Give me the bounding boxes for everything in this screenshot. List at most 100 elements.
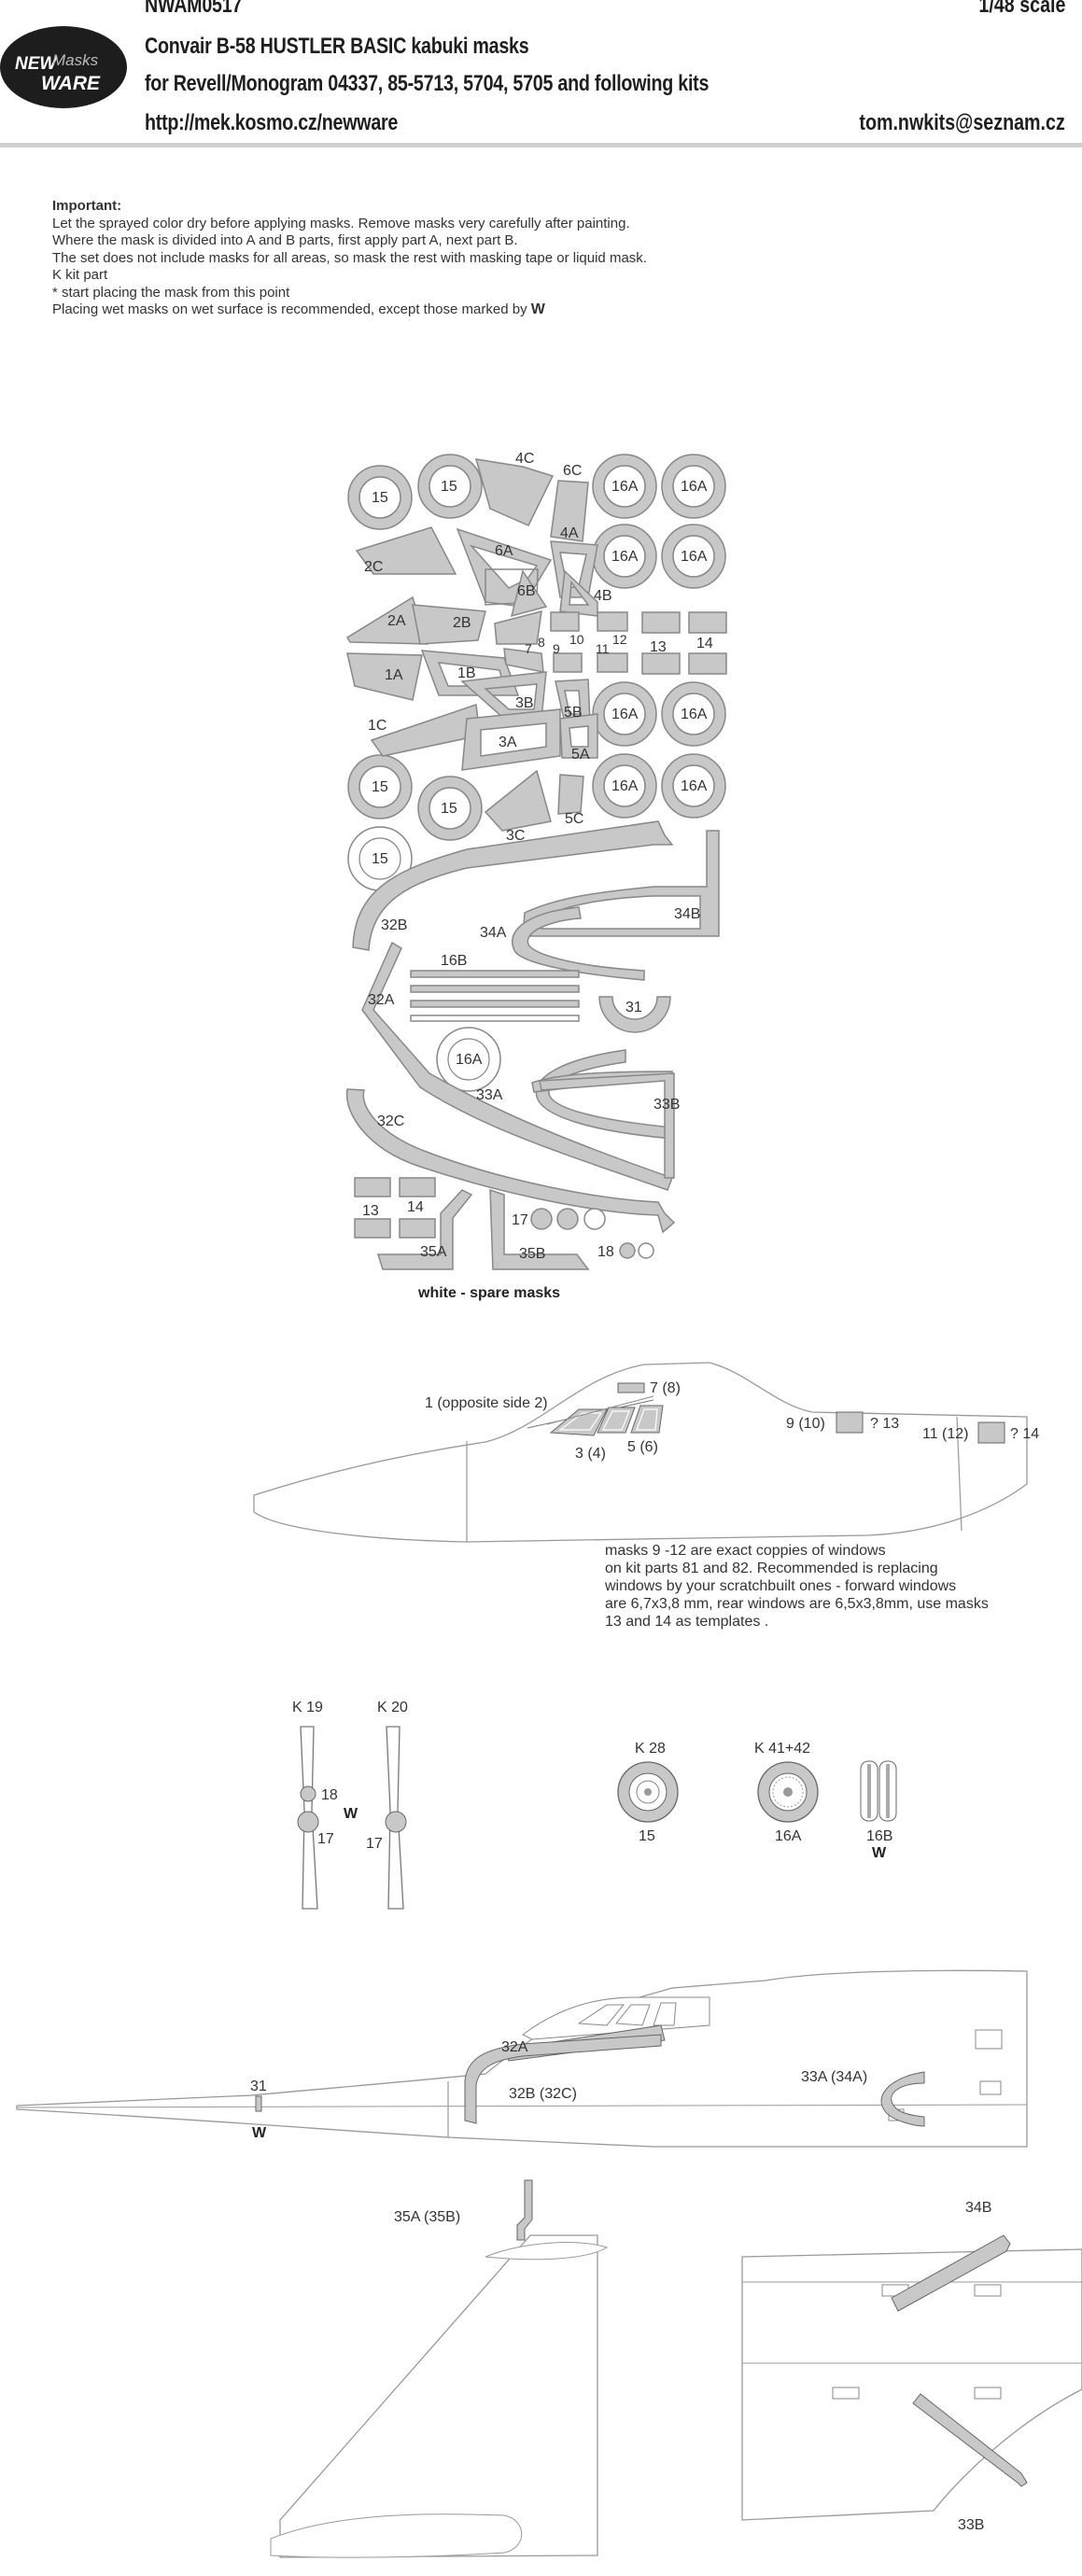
wing-view: 34B 33B xyxy=(741,2200,1082,2533)
kit-list: for Revell/Monogram 04337, 85-5713, 5704… xyxy=(145,71,710,96)
gear-mask-17 xyxy=(297,1811,319,1833)
label-15: 15 xyxy=(639,1828,655,1844)
label-35b: 35B xyxy=(519,1246,545,1262)
mask-1a xyxy=(346,652,423,701)
label-cockpit-9: 9 (10) xyxy=(786,1416,825,1432)
product-code: NWAM0517 xyxy=(145,0,243,18)
wing-mask-34b xyxy=(891,2234,1011,2312)
label-10: 10 xyxy=(569,632,584,647)
label-33a: 33A (34A) xyxy=(801,2069,867,2085)
email-link[interactable]: tom.nwkits@seznam.cz xyxy=(859,110,1065,135)
label-16a: 16A xyxy=(456,1052,483,1068)
mask-13 xyxy=(354,1177,391,1197)
website-link[interactable]: http://mek.kosmo.cz/newware xyxy=(145,110,399,135)
product-title: Convair B-58 HUSTLER BASIC kabuki masks xyxy=(145,34,529,59)
fin-mask-35 xyxy=(516,2179,533,2241)
label-16a: 16A xyxy=(611,778,639,794)
label-35a: 35A xyxy=(420,1244,447,1260)
svg-text:Masks: Masks xyxy=(52,51,99,69)
mask-17 xyxy=(530,1208,553,1230)
label-5b: 5B xyxy=(564,705,583,721)
note-line: masks 9 -12 are exact coppies of windows xyxy=(605,1543,886,1559)
mask-5a xyxy=(559,713,598,759)
label-16a: 16A xyxy=(611,707,639,722)
mask-12 xyxy=(597,611,628,632)
label-32b: 32B (32C) xyxy=(509,2086,577,2102)
mask-33b xyxy=(539,1072,675,1179)
label-13: 13 xyxy=(650,639,667,655)
wet-mark: W xyxy=(344,1806,358,1822)
side-mask-32b xyxy=(464,2034,662,2124)
label-1b: 1B xyxy=(457,665,476,681)
label-1c: 1C xyxy=(368,718,386,734)
label-12: 12 xyxy=(612,632,627,647)
cockpit-mask-11 xyxy=(977,1421,1005,1444)
mask-35b xyxy=(489,1188,590,1270)
mask-sheet xyxy=(345,454,727,1270)
landing-gear-view: K 19 K 20 18 17 17 W K 28 15 K 41+42 16A… xyxy=(292,1700,897,1910)
label-14: 14 xyxy=(696,636,713,651)
header: NEW Masks WARE NWAM0517 1/48 scale Conva… xyxy=(0,0,1082,149)
instructions: Important: Let the sprayed color dry bef… xyxy=(52,198,647,319)
mask-4c xyxy=(474,458,555,526)
label-16b: 16B xyxy=(441,953,467,969)
mask-32c xyxy=(345,1088,676,1234)
label-5c: 5C xyxy=(565,811,583,827)
label-17: 17 xyxy=(366,1836,383,1852)
label-4b: 4B xyxy=(594,588,612,604)
label-2c: 2C xyxy=(364,559,383,575)
label-cockpit-3: 3 (4) xyxy=(575,1446,606,1462)
label-34b: 34B xyxy=(965,2200,991,2216)
mask-11 xyxy=(597,652,628,673)
header-divider xyxy=(0,143,1082,147)
svg-text:NEW: NEW xyxy=(15,54,58,74)
label-33b: 33B xyxy=(958,2517,984,2533)
label-k41: K 41+42 xyxy=(754,1741,810,1757)
label-4a: 4A xyxy=(560,525,579,541)
label-34a: 34A xyxy=(480,925,507,941)
label-16a: 16A xyxy=(681,707,708,722)
instruction-line: Let the sprayed color dry before applyin… xyxy=(52,215,630,231)
label-34b: 34B xyxy=(674,906,700,922)
label-3a: 3A xyxy=(499,735,517,750)
label-1a: 1A xyxy=(385,667,403,683)
side-mask-31 xyxy=(255,2095,262,2112)
mask-6b xyxy=(510,569,548,618)
cockpit-mask-5 xyxy=(630,1405,664,1434)
side-mask-33a xyxy=(880,2071,925,2127)
mask-33a xyxy=(535,1049,673,1140)
mask-2c xyxy=(355,526,457,575)
wet-mark: W xyxy=(252,2125,267,2141)
label-15: 15 xyxy=(372,490,388,506)
label-cockpit-7: 7 (8) xyxy=(650,1380,681,1396)
label-3b: 3B xyxy=(515,695,534,711)
tail-fin-view: 35A (35B) xyxy=(270,2179,609,2558)
label-15: 15 xyxy=(372,851,388,867)
label-35a: 35A (35B) xyxy=(394,2209,460,2225)
mask-3c xyxy=(484,769,552,832)
note-line: are 6,7x3,8 mm, rear windows are 6,5x3,8… xyxy=(605,1596,989,1612)
cockpit-windows-note: masks 9 -12 are exact coppies of windows… xyxy=(605,1542,989,1631)
cockpit-view: 1 (opposite side 2) 7 (8) 3 (4) 5 (6) 9 … xyxy=(253,1362,1039,1543)
mask-31 xyxy=(598,996,671,1033)
label-cockpit-13: ? 13 xyxy=(870,1416,899,1432)
mask-14 xyxy=(399,1218,436,1239)
label-16a: 16A xyxy=(681,778,708,794)
label-cockpit-14: ? 14 xyxy=(1010,1426,1039,1442)
label-8: 8 xyxy=(538,635,545,650)
label-32a: 32A xyxy=(368,992,395,1008)
label-15: 15 xyxy=(441,801,457,817)
wet-mark: W xyxy=(872,1845,887,1861)
note-line: 13 and 14 as templates . xyxy=(605,1614,769,1630)
mask-6c xyxy=(550,480,589,542)
mask-8 xyxy=(503,648,544,673)
mask-35a xyxy=(376,1189,473,1270)
label-16b: 16B xyxy=(866,1828,892,1844)
instruction-line: K kit part xyxy=(52,267,108,283)
label-18: 18 xyxy=(321,1787,338,1803)
label-k19: K 19 xyxy=(292,1700,323,1715)
label-11: 11 xyxy=(596,641,610,656)
label-15: 15 xyxy=(441,479,457,495)
label-2b: 2B xyxy=(453,615,471,631)
label-7: 7 xyxy=(525,641,532,656)
